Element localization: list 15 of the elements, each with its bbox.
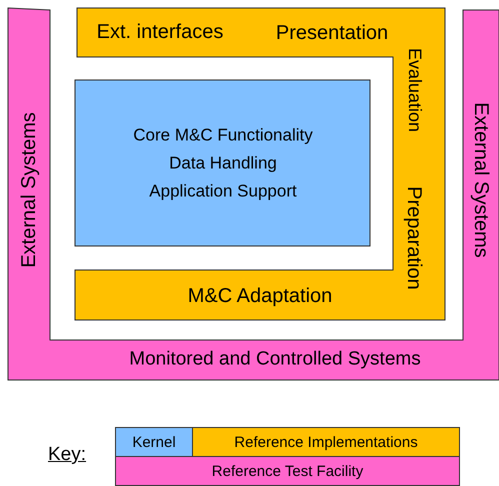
key-heading: Key: bbox=[48, 445, 86, 466]
legend-label: Kernel bbox=[132, 434, 176, 450]
box-text: Core M&C Functionality bbox=[133, 126, 313, 146]
band-label: Ext. interfaces bbox=[96, 21, 224, 43]
band-label: Monitored and Controlled Systems bbox=[129, 350, 421, 370]
legend-label: Reference Test Facility bbox=[212, 462, 364, 480]
side-label: External Systems bbox=[470, 102, 492, 258]
side-label: External Systems bbox=[18, 112, 40, 268]
box-text: Application Support bbox=[149, 182, 297, 202]
side-label: Preparation bbox=[403, 186, 425, 290]
band-label: Presentation bbox=[276, 22, 388, 44]
side-label: Evaluation bbox=[404, 48, 424, 132]
box-text: Data Handling bbox=[169, 154, 277, 174]
legend-label: Reference Implementations bbox=[234, 434, 418, 450]
band-label: M&C Adaptation bbox=[188, 285, 332, 307]
